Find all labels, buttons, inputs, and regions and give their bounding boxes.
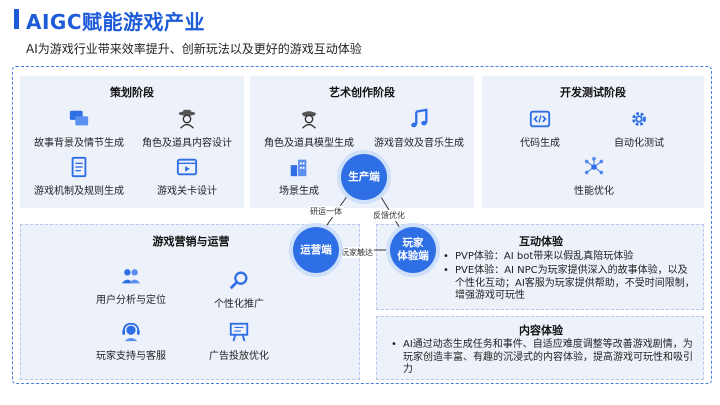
marketing-item-analysis: 用户分析与定位 xyxy=(81,265,181,306)
panel-title: 策划阶段 xyxy=(110,86,154,99)
marketing-item-promotion: 个性化推广 xyxy=(189,269,289,310)
node-operation: 运营端 xyxy=(293,227,339,273)
label-production-operation: 研运一体 xyxy=(309,206,343,217)
character-icon xyxy=(178,109,196,129)
film-icon xyxy=(176,158,198,176)
item-label: 用户分析与定位 xyxy=(96,295,166,306)
item-label: 游戏音效及音乐生成 xyxy=(374,138,464,149)
node-production: 生产端 xyxy=(341,154,387,200)
planning-item-story: 故事背景及情节生成 xyxy=(26,108,132,149)
art-item-music: 游戏音效及音乐生成 xyxy=(364,108,474,149)
bullet-dot: • xyxy=(391,339,397,350)
item-label: 角色及道具模型生成 xyxy=(264,138,354,149)
panel-dev: 开发测试阶段 代码生成 自动化测试 性能优化 xyxy=(482,76,704,208)
panel-title: 互动体验 xyxy=(519,235,563,248)
bullet-text: AI通过动态生成任务和事件、自适应难度调整等改善游戏剧情，为玩家创造丰富、有趣的… xyxy=(403,339,693,375)
document-icon xyxy=(71,156,87,178)
code-icon xyxy=(529,110,551,128)
node-player: 玩家 体验端 xyxy=(390,227,436,273)
bullet-dot: • xyxy=(443,251,449,262)
bullet-dot: • xyxy=(443,265,449,276)
interaction-bullet-pvp: • PVP体验：AI bot带来以假乱真陪玩体验 xyxy=(443,251,695,264)
item-label: 广告投放优化 xyxy=(209,351,269,362)
headset-icon xyxy=(122,322,140,342)
item-label: 个性化推广 xyxy=(214,299,264,310)
title-accent-bar xyxy=(14,9,19,29)
dev-item-test: 自动化测试 xyxy=(594,108,684,149)
item-label: 自动化测试 xyxy=(614,138,664,149)
panel-title: 艺术创作阶段 xyxy=(329,86,395,99)
panel-title: 开发测试阶段 xyxy=(560,86,626,99)
item-label: 代码生成 xyxy=(520,138,560,149)
magnifier-icon xyxy=(229,271,248,290)
panel-title: 游戏营销与运营 xyxy=(152,235,230,248)
marketing-item-ads: 广告投放优化 xyxy=(189,321,289,362)
label-operation-player: 玩家触达 xyxy=(340,247,374,258)
item-label: 游戏关卡设计 xyxy=(157,186,217,197)
planning-item-level: 游戏关卡设计 xyxy=(132,156,242,197)
item-label: 角色及道具内容设计 xyxy=(142,138,232,149)
interaction-bullet-pve: • PVE体验：AI NPC为玩家提供深入的故事体验，以及个性化互动；AI客服为… xyxy=(443,265,695,303)
item-label: 场景生成 xyxy=(279,186,319,197)
panel-planning: 策划阶段 故事背景及情节生成 角色及道具内容设计 游戏机制及规则生成 游戏关卡设… xyxy=(20,76,244,208)
item-label: 玩家支持与客服 xyxy=(96,351,166,362)
music-note-icon xyxy=(411,108,428,128)
page-title: AIGC赋能游戏产业 xyxy=(26,10,206,34)
planning-item-character: 角色及道具内容设计 xyxy=(132,108,242,149)
gear-icon xyxy=(632,112,646,126)
marketing-item-support: 玩家支持与客服 xyxy=(81,321,181,362)
art-item-model: 角色及道具模型生成 xyxy=(254,108,364,149)
item-label: 故事背景及情节生成 xyxy=(34,138,124,149)
billboard-icon xyxy=(229,322,249,342)
character-model-icon xyxy=(301,111,317,129)
page-subtitle: AI为游戏行业带来效率提升、创新玩法以及更好的游戏互动体验 xyxy=(26,42,362,56)
planning-item-mechanics: 游戏机制及规则生成 xyxy=(26,156,132,197)
art-item-scene: 场景生成 xyxy=(264,156,334,197)
item-label: 游戏机制及规则生成 xyxy=(34,186,124,197)
buildings-icon xyxy=(290,159,307,177)
bullet-text: PVE体验：AI NPC为玩家提供深入的故事体验，以及个性化互动；AI客服为玩家… xyxy=(455,265,695,301)
dev-item-performance: 性能优化 xyxy=(552,156,636,197)
users-icon xyxy=(121,269,141,284)
dialog-icon xyxy=(69,110,89,126)
diagram-frame xyxy=(12,66,712,384)
panel-title: 内容体验 xyxy=(519,324,563,337)
dev-item-code: 代码生成 xyxy=(500,108,580,149)
panel-content: 内容体验 • AI通过动态生成任务和事件、自适应难度调整等改善游戏剧情，为玩家创… xyxy=(376,316,704,380)
bullet-text: PVP体验：AI bot带来以假乱真陪玩体验 xyxy=(455,251,634,262)
label-player-production: 反馈优化 xyxy=(372,210,406,221)
item-label: 性能优化 xyxy=(574,186,614,197)
content-bullet: • AI通过动态生成任务和事件、自适应难度调整等改善游戏剧情，为玩家创造丰富、有… xyxy=(391,339,697,377)
network-icon xyxy=(584,156,604,175)
